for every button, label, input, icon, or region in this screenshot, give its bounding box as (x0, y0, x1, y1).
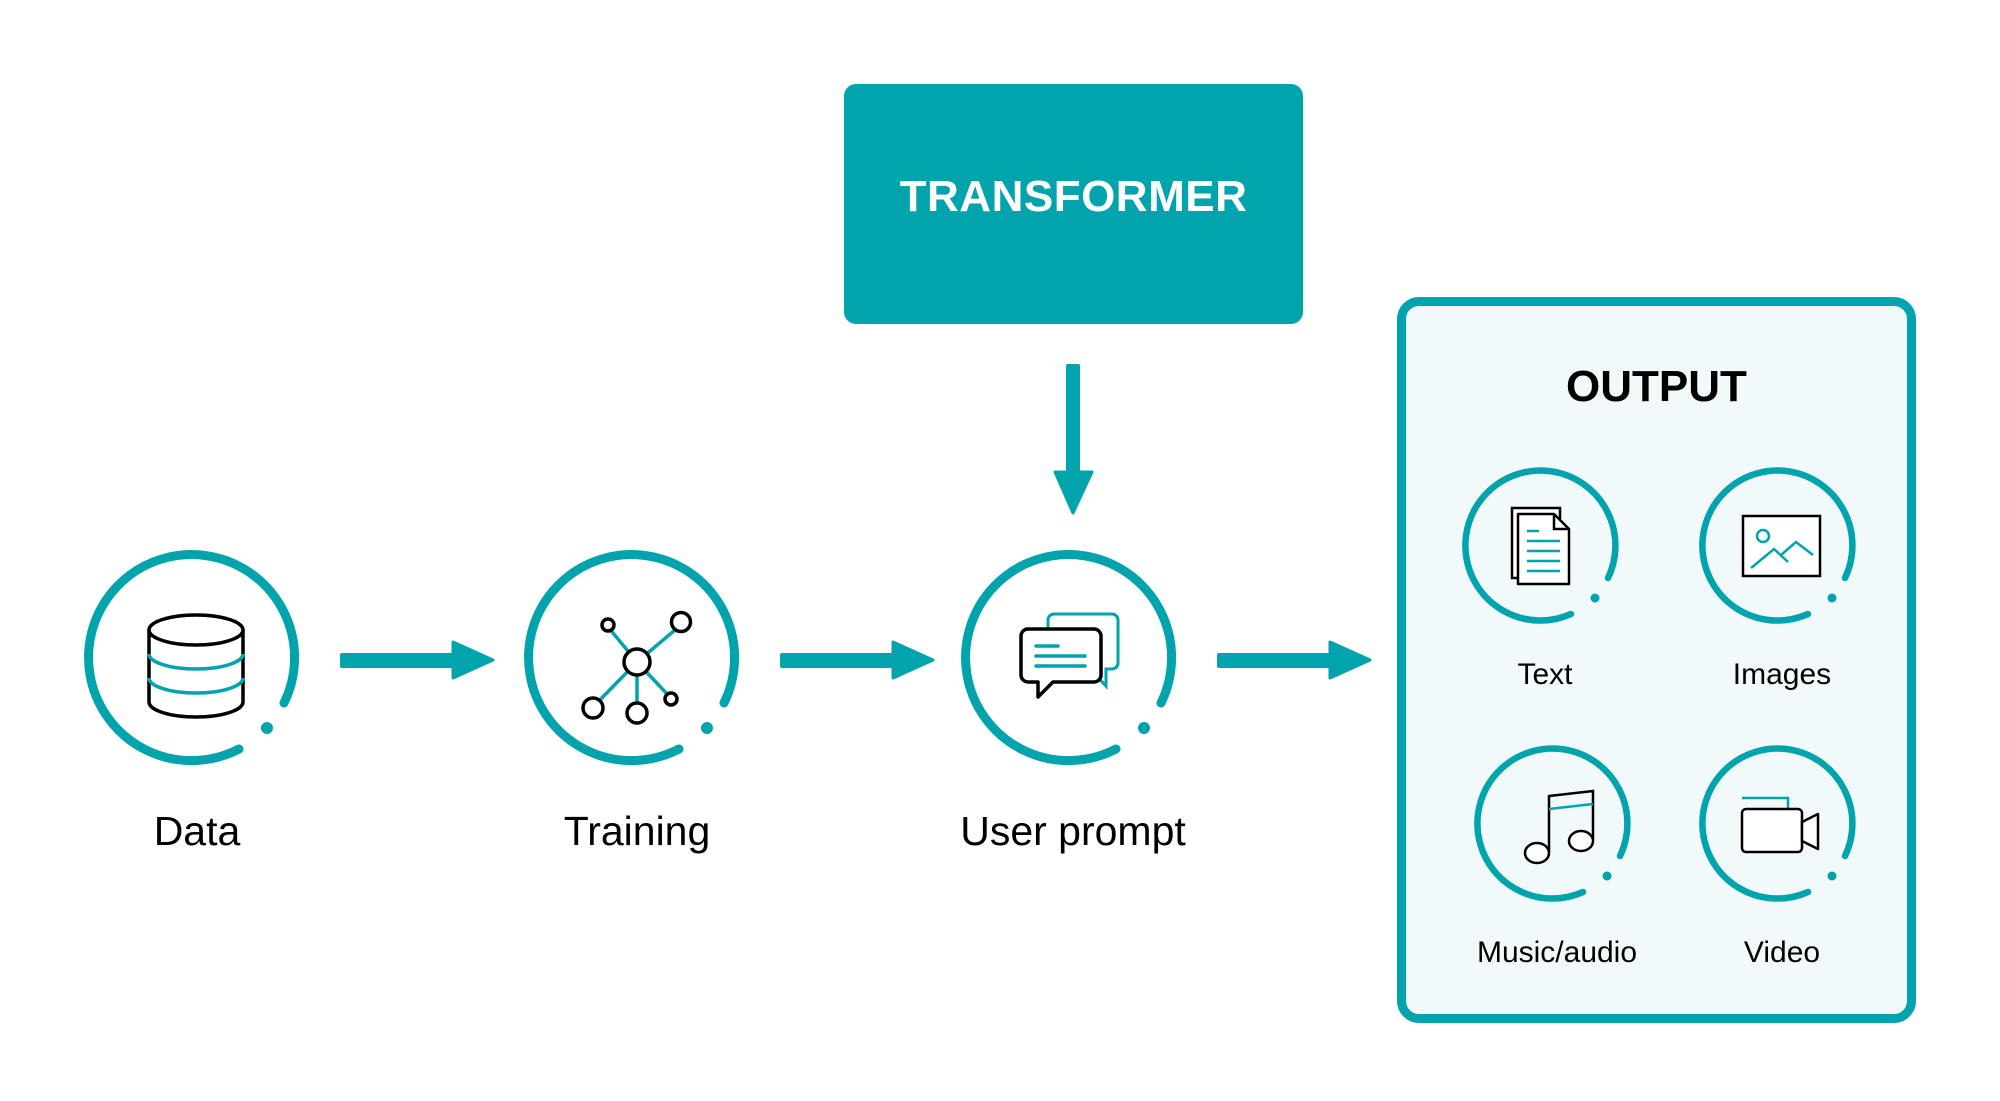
training-node-ring (524, 550, 739, 766)
image-icon (1741, 514, 1822, 578)
images-output-ring (1699, 467, 1856, 624)
arrow-training-to-prompt (780, 640, 935, 680)
video-camera-icon (1740, 796, 1820, 854)
music-note-icon (1523, 789, 1595, 865)
text-output-label: Text (1517, 658, 1573, 691)
prompt-node-ring (961, 550, 1176, 766)
user-prompt-label: User prompt (960, 808, 1186, 854)
data-label: Data (153, 808, 241, 854)
database-icon (147, 613, 245, 719)
ring-decoration (84, 550, 299, 766)
video-output-ring (1699, 745, 1856, 902)
network-nodes-icon (581, 610, 693, 725)
transformer-label: TRANSFORMER (899, 172, 1248, 221)
arrow-data-to-training (340, 640, 495, 680)
arrow-down-transformer-to-prompt (1053, 364, 1094, 515)
document-icon (1510, 506, 1571, 586)
music-output-ring (1474, 745, 1631, 902)
video-output-label: Video (1743, 936, 1821, 969)
transformer-box: TRANSFORMER (844, 84, 1303, 324)
images-output-label: Images (1732, 658, 1832, 691)
output-panel: OUTPUT Text Images (1397, 297, 1916, 1023)
data-node-ring (84, 550, 299, 766)
music-audio-output-label: Music/audio (1476, 936, 1638, 969)
arrow-prompt-to-output (1217, 640, 1372, 680)
training-label: Training (563, 808, 711, 854)
chat-bubbles-icon (1019, 612, 1120, 699)
text-output-ring (1462, 467, 1619, 624)
output-title: OUTPUT (1566, 362, 1747, 411)
